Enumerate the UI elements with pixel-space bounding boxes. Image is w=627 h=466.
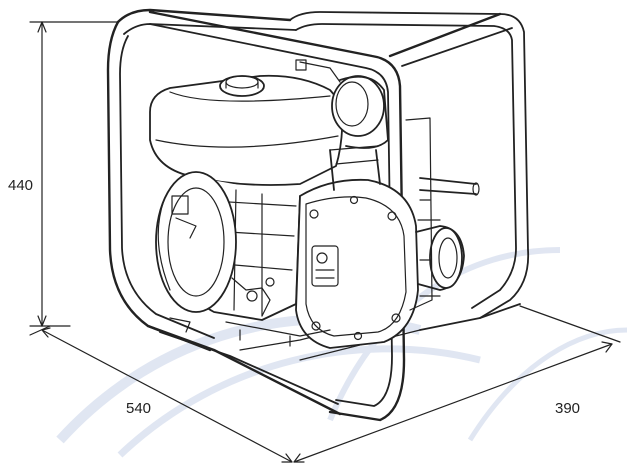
dimension-length-label: 540 xyxy=(126,400,151,417)
dimension-width-label: 390 xyxy=(555,400,580,417)
dimension-height-label: 440 xyxy=(8,177,33,194)
water-pump-illustration xyxy=(106,8,530,422)
dimension-lines xyxy=(29,21,621,463)
